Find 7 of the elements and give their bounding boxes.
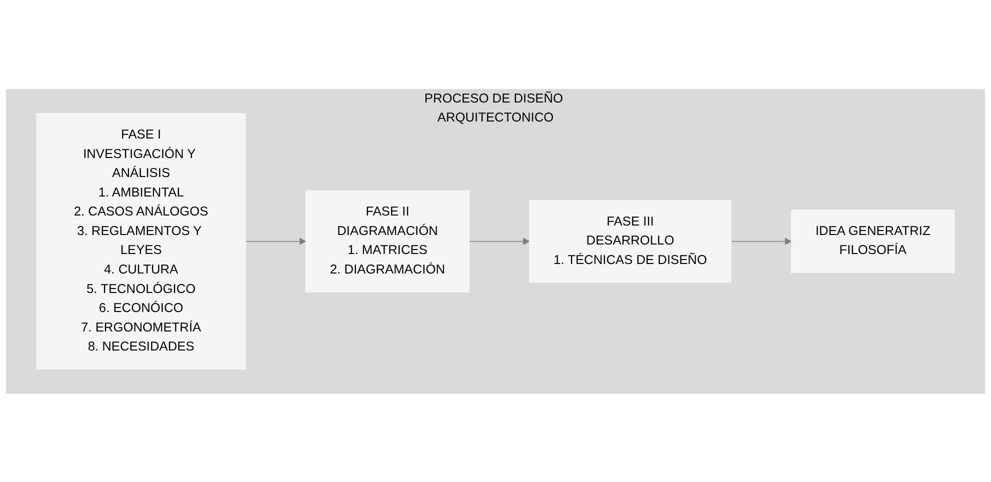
node-box: FASE II DIAGRAMACIÓN 1. MATRICES 2. DIAGRAMACIÓN bbox=[305, 190, 470, 292]
node-box: FASE III DESARROLLO 1. TÉCNICAS DE DISEÑO bbox=[529, 200, 732, 282]
node-box: IDEA GENERATRIZ FILOSOFÍA bbox=[790, 209, 955, 273]
arrow bbox=[245, 237, 306, 245]
arrow bbox=[468, 237, 530, 245]
arrow bbox=[730, 237, 792, 245]
node-box: FASE I INVESTIGACIÓN Y ANÁLISIS 1. AMBIENTAL 2. CASOS ANÁLOGOS 3. REGLAMENTOS Y LEYES 4. CULTURA 5. TECNOLÓGICO 6. ECONÓICO 7. ERGONOMETRÍA 8. NECESIDADES bbox=[36, 112, 246, 370]
